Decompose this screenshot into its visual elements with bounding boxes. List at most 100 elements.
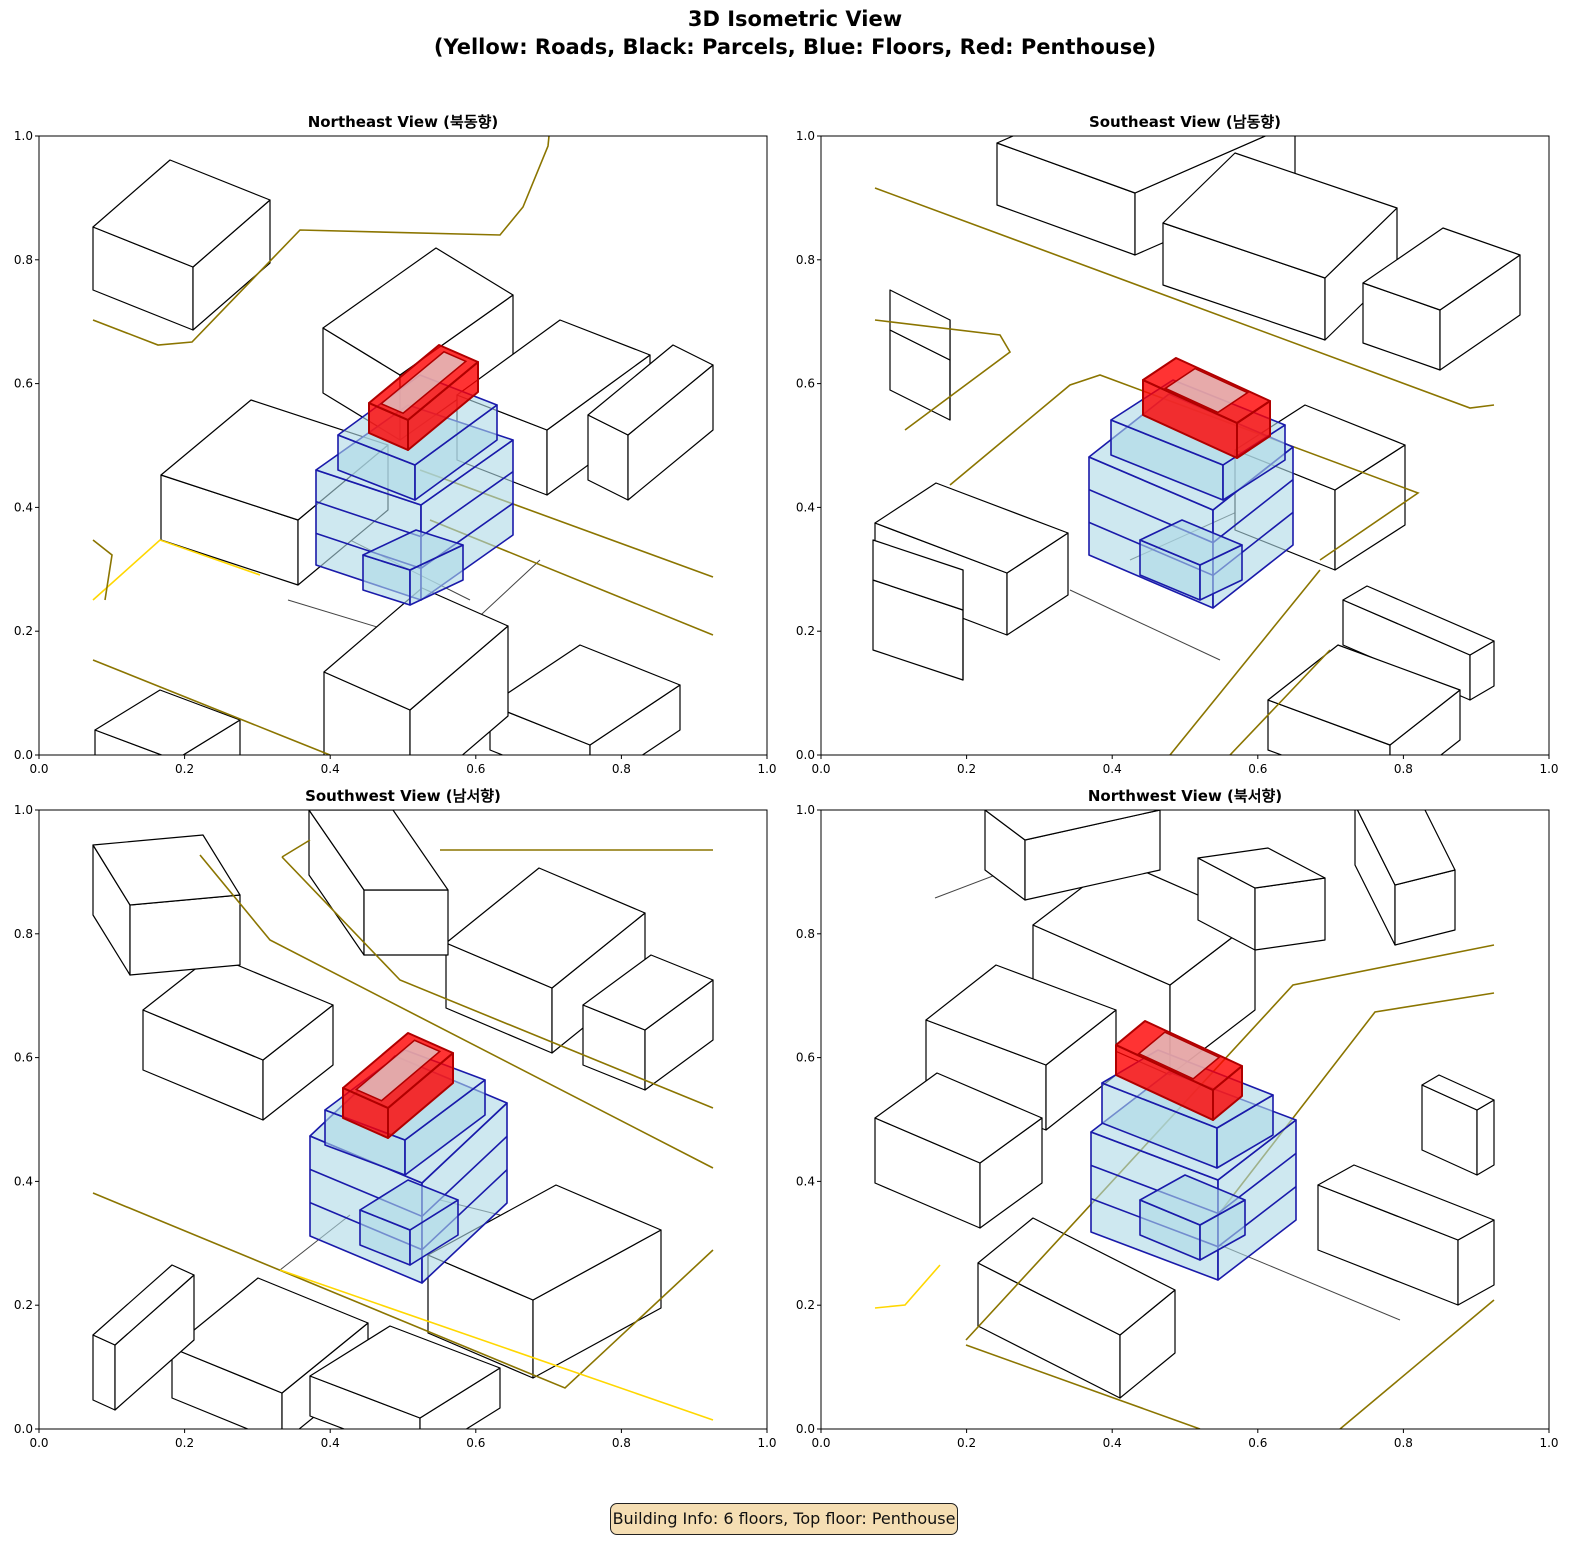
top-face: [362, 529, 464, 571]
y-tick-label: 0.8: [14, 927, 33, 941]
parcel-building: [489, 644, 681, 755]
y-tick-label: 0.2: [796, 624, 815, 638]
x-tick-label: 0.4: [1103, 762, 1122, 776]
floor-block: [1139, 1174, 1246, 1261]
panel-title: Northwest View (북서향): [1088, 787, 1282, 805]
figure-title-line2: (Yellow: Roads, Black: Parcels, Blue: Fl…: [433, 35, 1157, 59]
x-tick-label: 0.0: [29, 1436, 48, 1450]
parcel-building: [1421, 1074, 1495, 1176]
top-face: [874, 1072, 1043, 1164]
x-tick-label: 1.0: [1539, 1436, 1558, 1450]
road-line: [199, 854, 714, 1169]
top-face: [1421, 1074, 1495, 1111]
y-tick-label: 0.4: [796, 500, 815, 514]
figure-title-line1: 3D Isometric View: [687, 7, 903, 31]
x-tick-label: 1.0: [1539, 762, 1558, 776]
road-line: [874, 319, 1012, 431]
x-tick-label: 0.0: [29, 762, 48, 776]
panel-plot-area: [92, 136, 714, 755]
parcel-building: [1362, 227, 1521, 371]
panel-plot-area: [874, 810, 1495, 1429]
road-line: [874, 1264, 941, 1309]
x-tick-label: 0.8: [1394, 1436, 1413, 1450]
y-tick-label: 0.4: [796, 1174, 815, 1188]
axes-frame: [820, 809, 1550, 1430]
top-face: [1197, 847, 1326, 889]
road-line: [281, 856, 714, 1109]
top-face: [1342, 585, 1495, 656]
y-tick-label: 0.4: [14, 1174, 33, 1188]
top-face: [587, 344, 714, 436]
axes-frame: [38, 135, 768, 756]
top-face: [1356, 810, 1456, 886]
road-line: [92, 1192, 714, 1389]
parcel-building: [92, 834, 241, 976]
y-tick-label: 0.2: [14, 1298, 33, 1312]
y-tick-label: 0.0: [796, 1422, 815, 1436]
top-face: [359, 1179, 459, 1231]
right-face: [129, 894, 241, 976]
panel-title: Northeast View (북동향): [308, 113, 499, 131]
parcel-building: [94, 689, 241, 755]
penthouse-courtyard: [1163, 367, 1250, 414]
x-tick-label: 0.6: [466, 762, 485, 776]
panel-southwest: Southwest View (남서향) 0.0 0.2 0.4 0.6 0.8 1.0 0.…: [14, 787, 777, 1450]
y-tick-label: 0.6: [14, 377, 33, 391]
right-face: [363, 889, 449, 956]
building-info-box: Building Info: 6 floors, Top floor: Pent…: [610, 1503, 958, 1535]
parcel-building: [142, 954, 334, 1121]
parcel-building: [587, 344, 714, 501]
top-face: [996, 136, 1267, 194]
y-tick-label: 1.0: [14, 803, 33, 817]
x-tick-label: 0.2: [175, 1436, 194, 1450]
parcel-building: [308, 810, 449, 956]
x-tick-label: 0.2: [957, 762, 976, 776]
road-line: [281, 839, 311, 858]
y-tick-label: 0.0: [14, 1422, 33, 1436]
top-face: [1362, 227, 1521, 311]
y-tick-label: 0.0: [796, 748, 815, 762]
parcel-building: [582, 954, 714, 1091]
x-tick-label: 0.6: [466, 1436, 485, 1450]
road-line: [965, 1344, 1201, 1429]
y-tick-label: 0.4: [14, 500, 33, 514]
x-tick-label: 0.8: [612, 762, 631, 776]
parcel-building: [323, 587, 509, 755]
parcel-building: [92, 1264, 195, 1411]
x-tick-label: 0.4: [1103, 1436, 1122, 1450]
top-face: [92, 159, 271, 268]
penthouse-block: [342, 1032, 454, 1139]
top-face: [308, 810, 449, 891]
x-tick-label: 0.8: [1394, 762, 1413, 776]
left-face: [92, 1334, 116, 1411]
right-face: [1254, 877, 1326, 951]
x-tick-label: 0.0: [811, 1436, 830, 1450]
penthouse-courtyard: [379, 350, 468, 415]
top-face: [1139, 1174, 1246, 1226]
top-face: [427, 1184, 662, 1301]
panel-title: Southwest View (남서향): [305, 787, 501, 805]
road-line: [874, 187, 1495, 409]
road-line: [92, 539, 261, 601]
x-tick-label: 0.0: [811, 762, 830, 776]
parcel-building: [92, 159, 271, 331]
top-face: [1162, 152, 1398, 279]
y-tick-label: 0.6: [796, 377, 815, 391]
top-face: [92, 834, 241, 906]
top-face: [874, 482, 1069, 574]
penthouse-courtyard: [1137, 1031, 1221, 1080]
parcel-line: [1219, 1244, 1401, 1321]
top-face: [309, 1325, 501, 1419]
y-tick-label: 0.6: [796, 1051, 815, 1065]
top-face: [984, 810, 1161, 841]
top-face: [92, 1264, 195, 1346]
x-tick-label: 0.6: [1248, 762, 1267, 776]
x-tick-label: 0.4: [321, 1436, 340, 1450]
top-face: [582, 954, 714, 1031]
parcel-building: [984, 810, 1161, 901]
penthouse-courtyard: [354, 1039, 442, 1102]
road-line: [965, 944, 1495, 1341]
